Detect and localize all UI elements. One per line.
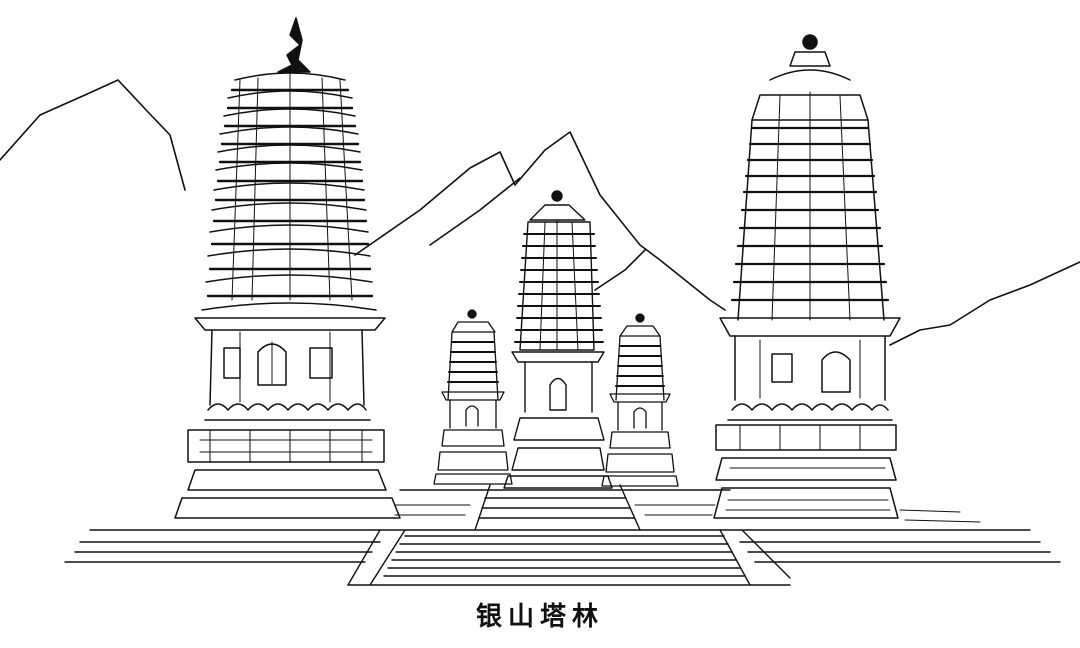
center-pagoda: [503, 190, 613, 489]
right-large-pagoda: [713, 34, 901, 519]
central-stairs: [383, 535, 745, 577]
stone-platform: [64, 484, 1061, 586]
left-large-pagoda: [174, 17, 401, 519]
mountain-ridges: [0, 79, 1080, 346]
sketch-caption: 银山塔林: [475, 602, 604, 632]
small-left-pagoda: [433, 309, 513, 485]
ground-hatching: [394, 504, 981, 523]
small-right-pagoda: [601, 313, 679, 487]
